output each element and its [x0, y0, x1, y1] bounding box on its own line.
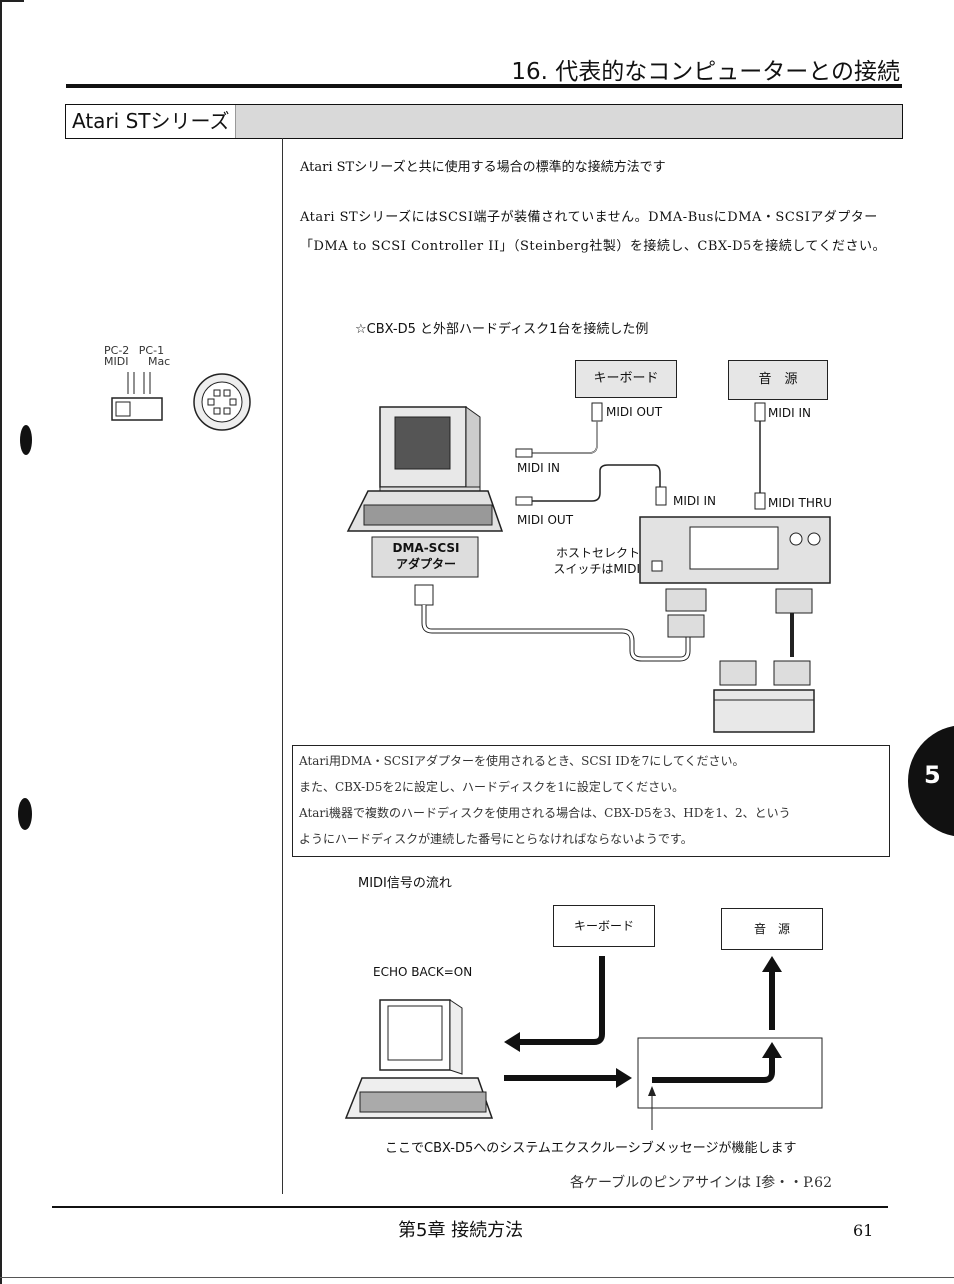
chapter-tab: 5 — [908, 725, 954, 837]
switch-illustration — [111, 372, 251, 431]
diagram2-drawing — [344, 956, 823, 1130]
host-select-label: ホストセレクト スイッチはMIDI — [553, 546, 640, 576]
note-line-4: ようにハードディスクが連続した番号にとらなければならないようです。 — [299, 832, 693, 846]
diagram1-drawing — [346, 402, 831, 733]
column-divider — [282, 138, 283, 1194]
intro-text: Atari STシリーズと共に使用する場合の標準的な接続方法です — [300, 160, 666, 175]
pin-reference: 各ケーブルのピンアサインは Ⅰ参・・P.62 — [570, 1175, 832, 1191]
echo-back-label: ECHO BACK=ON — [373, 965, 473, 979]
section-title-box: Atari STシリーズ — [66, 105, 237, 138]
header-rule — [66, 84, 902, 88]
binding-dot — [18, 798, 32, 830]
diagram2-title: MIDI信号の流れ — [358, 876, 452, 891]
dma-adapter-label: DMA-SCSI アダプター — [392, 541, 460, 571]
midi-in-left-label: MIDI IN — [517, 461, 561, 475]
pc2-label: PC-2 — [104, 344, 130, 357]
midi-out-top-label: MIDI OUT — [606, 405, 663, 419]
corner-mark-top — [0, 0, 24, 2]
midi-label: MIDI — [104, 355, 129, 368]
page-number: 61 — [853, 1221, 874, 1240]
midi-thru-label: MIDI THRU — [768, 496, 832, 510]
diagram2-caption: ここでCBX-D5へのシステムエクスクルーシブメッセージが機能します — [385, 1141, 797, 1156]
footer-rule — [52, 1206, 888, 1208]
chapter-tab-number: 5 — [924, 761, 941, 789]
section-bar: Atari STシリーズ — [65, 104, 903, 139]
pc1-label: PC-1 — [138, 344, 165, 357]
sound-module-box: 音 源 — [728, 360, 828, 400]
switch-labels: PC-2 PC-1 MIDI Mac — [104, 345, 184, 367]
mac-label: Mac — [147, 355, 171, 368]
corner-mark — [0, 0, 2, 1284]
keyboard-box-2: キーボード — [553, 905, 655, 947]
body-paragraph: Atari STシリーズにはSCSI端子が装備されていません。DMA-BusにD… — [300, 210, 887, 254]
midi-in-cbx-label: MIDI IN — [673, 494, 717, 508]
note-line-1: Atari用DMA・SCSIアダプターを使用されるとき、SCSI IDを7にして… — [299, 754, 745, 768]
footer-chapter: 第5章 接続方法 — [398, 1220, 524, 1241]
bottom-rule — [0, 1277, 954, 1278]
page-header: 16. 代表的なコンピューターとの接続 — [511, 59, 900, 85]
note-line-3: Atari機器で複数のハードディスクを使用される場合は、CBX-D5を3、HDを… — [299, 806, 791, 820]
sound-module-box-2: 音 源 — [721, 908, 823, 950]
midi-in-top-label: MIDI IN — [768, 406, 812, 420]
note-line-2: また、CBX-D5を2に設定し、ハードディスクを1に設定してください。 — [299, 780, 685, 794]
midi-out-left-label: MIDI OUT — [517, 513, 574, 527]
diagram1-caption: ☆CBX-D5 と外部ハードディスク1台を接続した例 — [355, 322, 649, 337]
binding-dot — [20, 425, 32, 455]
note-box: Atari用DMA・SCSIアダプターを使用されるとき、SCSI IDを7にして… — [292, 745, 890, 857]
keyboard-box: キーボード — [575, 360, 677, 398]
